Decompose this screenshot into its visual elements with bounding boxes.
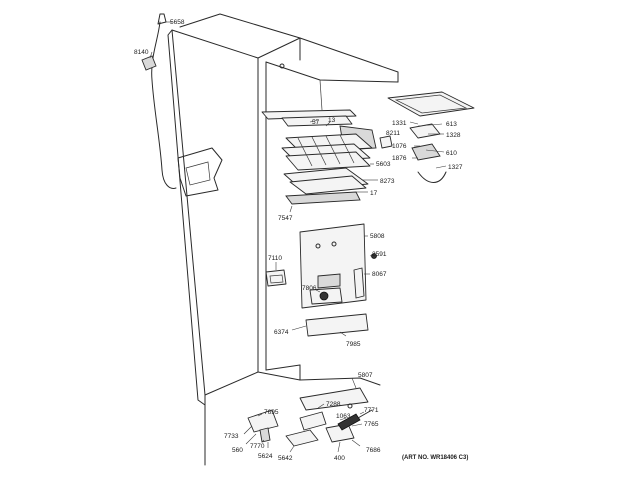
callout-7288: 7288 (326, 401, 341, 408)
callout-57: 57 (312, 119, 320, 126)
callout-8211: 8211 (386, 130, 400, 137)
callout-1331: 1331 (392, 120, 407, 127)
callout-2591: 2591 (372, 251, 387, 258)
callout-5808: 5808 (370, 233, 385, 240)
lower-parts (247, 387, 373, 447)
callout-7765: 7765 (364, 421, 379, 428)
callout-5642: 5642 (278, 455, 293, 462)
leader-lines (149, 21, 447, 453)
callout-400: 400 (334, 455, 345, 462)
callout-560: 560 (232, 447, 243, 454)
fan-damper-assembly (379, 91, 475, 183)
wire-harness (141, 13, 177, 189)
callout-1327: 1327 (448, 164, 463, 171)
callout-610: 610 (446, 150, 457, 157)
callout-7770: 7770 (250, 443, 265, 450)
callout-13: 13 (328, 117, 336, 124)
callout-7695: 7695 (264, 409, 279, 416)
thermostat-control (265, 269, 287, 287)
callout-7547: 7547 (278, 215, 293, 222)
callout-5807: 5807 (358, 372, 373, 379)
callout-5603: 5603 (376, 161, 391, 168)
art-number: (ART NO. WR18406 C3) (402, 455, 468, 461)
callout-6374: 6374 (274, 329, 289, 336)
kick-plate (305, 313, 369, 337)
cabinet (167, 13, 399, 466)
callout-8273: 8273 (380, 178, 395, 185)
callout-5624: 5624 (258, 453, 273, 460)
callout-8067: 8067 (372, 271, 387, 278)
callout-1063: 1063 (336, 413, 351, 420)
callout-1876: 1876 (392, 155, 407, 162)
evaporator-coil (281, 133, 373, 171)
callout-1076: 1076 (392, 143, 407, 150)
callout-8140: 8140 (134, 49, 149, 56)
callout-5658: 5658 (170, 19, 185, 26)
callout-7733: 7733 (224, 433, 239, 440)
drain-pan (283, 167, 369, 205)
callout-613: 613 (446, 121, 457, 128)
callout-7806: 7806 (302, 285, 317, 292)
callout-7771: 7771 (364, 407, 379, 414)
callout-1328: 1328 (446, 132, 461, 139)
callout-labels: 5658 8140 57 13 1331 613 8211 1328 1076 … (134, 19, 468, 462)
callout-17: 17 (370, 190, 378, 197)
callout-7985: 7985 (346, 341, 361, 348)
callout-7110: 7110 (268, 255, 282, 262)
callout-7686: 7686 (366, 447, 381, 454)
light-switch (353, 253, 377, 299)
control-housing (299, 223, 367, 309)
